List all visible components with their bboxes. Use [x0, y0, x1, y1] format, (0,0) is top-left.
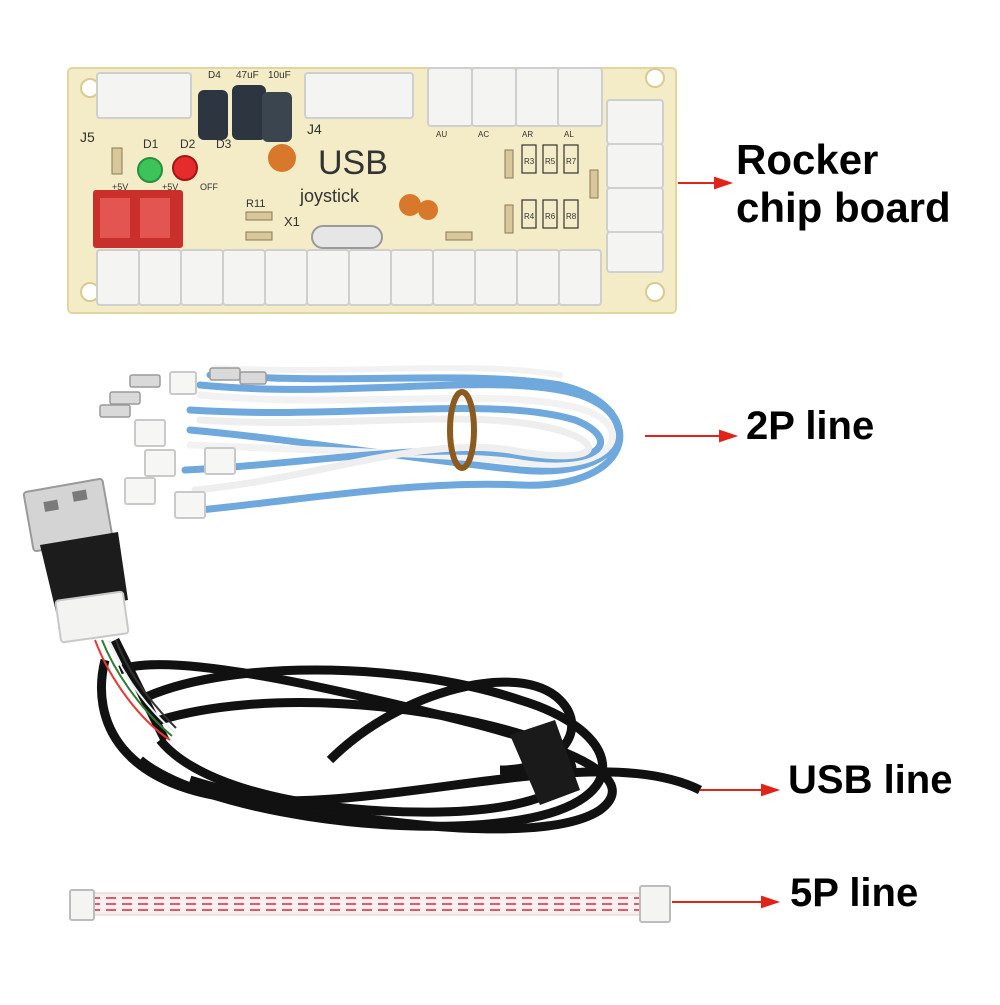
two-p-terminals [99, 367, 267, 418]
right-arrow-icon [700, 783, 781, 797]
label-r8: R8 [566, 212, 577, 221]
crystal-oscillator [311, 225, 383, 249]
label-2p-line: 2P line [746, 404, 875, 448]
right-arrow-icon [678, 176, 734, 190]
label-plus5v-2: +5V [162, 182, 178, 192]
bottom-connectors [96, 249, 602, 306]
label-ac: AC [478, 130, 489, 139]
capacitors [198, 85, 438, 220]
top-connectors [96, 67, 603, 127]
label-d4: D4 [208, 70, 221, 81]
red-switch [93, 190, 183, 248]
label-off: OFF [200, 182, 218, 192]
green-led [137, 157, 163, 183]
label-cap1: 47uF [236, 70, 259, 81]
rocker-chip-board: USB joystick J5 J4 D1 D2 D3 D4 47uF 10uF… [67, 67, 677, 314]
two-p-connectors [124, 371, 236, 519]
right-arrow-icon [645, 429, 739, 443]
label-cap2: 10uF [268, 70, 291, 81]
label-plus5v: +5V [112, 182, 128, 192]
label-j4: J4 [307, 121, 322, 137]
label-r11: R11 [246, 198, 265, 210]
label-r3: R3 [524, 157, 535, 166]
label-r5: R5 [545, 157, 556, 166]
board-title: USB [318, 144, 388, 182]
label-al: AL [564, 130, 574, 139]
right-connectors [606, 99, 664, 273]
label-ar: AR [522, 130, 533, 139]
label-d1: D1 [143, 137, 159, 151]
label-5p-line: 5P line [790, 871, 919, 915]
label-r4: R4 [524, 212, 535, 221]
label-j5: J5 [80, 129, 95, 145]
resistors [111, 147, 599, 241]
usb-cable [22, 477, 703, 834]
label-d2: D2 [180, 137, 196, 151]
board-subtitle: joystick [299, 186, 360, 206]
red-led [172, 155, 198, 181]
label-rocker-line1: Rocker [736, 136, 879, 183]
label-d3: D3 [216, 137, 232, 151]
label-rocker-line2: chip board [736, 184, 951, 232]
right-arrow-icon [672, 895, 781, 909]
label-au: AU [436, 130, 447, 139]
label-r7: R7 [566, 157, 577, 166]
label-r6: R6 [545, 212, 556, 221]
label-usb-line: USB line [788, 758, 953, 802]
two-p-wire-bundle [181, 365, 624, 514]
label-rocker-chip-board: Rocker chip board [736, 136, 986, 233]
label-x1: X1 [284, 214, 300, 229]
five-p-ribbon [69, 885, 671, 923]
